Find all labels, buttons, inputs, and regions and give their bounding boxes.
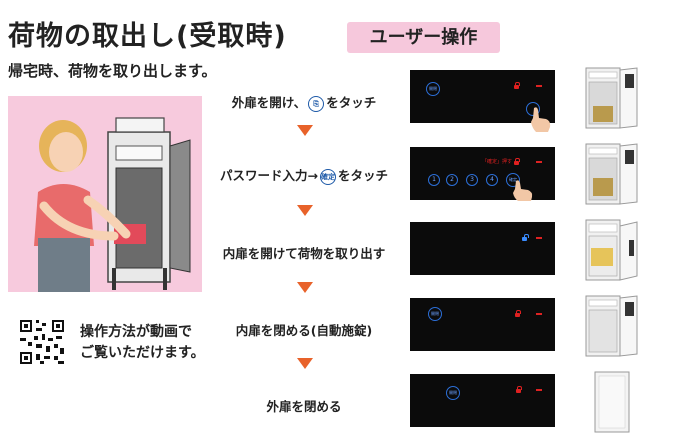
control-panel-step-2: 「確定」押す 1 2 3 4 確定 <box>410 147 555 201</box>
locker-outer-open-image <box>585 142 639 206</box>
video-guide-text: 操作方法が動画で ご覧いただけます。 <box>80 322 205 364</box>
lock-icon <box>514 158 520 165</box>
control-panel-step-4: 開閉 <box>410 298 555 351</box>
keypad-key-2[interactable]: 2 <box>446 174 458 186</box>
unlocked-icon <box>522 234 529 241</box>
keypad-key-3[interactable]: 3 <box>466 174 478 186</box>
locker-outer-open-image <box>585 66 639 130</box>
indicator-icon <box>536 313 542 315</box>
indicator-icon <box>536 85 542 87</box>
step-arrow-icon <box>297 358 313 369</box>
open-close-button[interactable] <box>526 102 540 116</box>
step-4-label: 内扉を閉める(自動施錠) <box>235 323 373 338</box>
step-arrow-icon <box>297 125 313 136</box>
illustration-woman-with-locker <box>8 96 202 292</box>
lock-icon <box>515 310 521 317</box>
indicator-icon <box>536 161 542 163</box>
open-close-button[interactable]: 開閉 <box>428 307 442 321</box>
lock-icon <box>516 386 522 393</box>
step-5-label: 外扉を閉める <box>266 399 342 414</box>
keypad-key-1[interactable]: 1 <box>428 174 440 186</box>
locker-inner-closed-image <box>585 294 639 358</box>
open-close-button[interactable]: 開閉 <box>426 82 440 96</box>
video-guide-line2: ご覧いただけます。 <box>80 345 205 361</box>
step-1-text: 外扉を開け、 <box>231 95 307 110</box>
page-title: 荷物の取出し(受取時) <box>8 21 287 52</box>
control-panel-step-1: 開閉 <box>410 70 555 132</box>
keypad-key-4[interactable]: 4 <box>486 174 498 186</box>
control-panel-step-3 <box>410 222 555 275</box>
confirm-icon: 確定 <box>319 168 336 185</box>
step-1-label: 外扉を開け、⎘をタッチ <box>204 92 404 112</box>
qr-code[interactable] <box>18 318 66 366</box>
locker-inner-open-image <box>585 218 639 282</box>
step-2-suffix: をタッチ <box>337 168 388 183</box>
locker-closed-image <box>585 370 639 434</box>
control-panel-step-5: 開閉 <box>410 374 555 427</box>
indicator-icon <box>536 237 542 239</box>
indicator-icon <box>536 389 542 391</box>
page-subtitle: 帰宅時、荷物を取り出します。 <box>8 62 217 80</box>
step-arrow-icon <box>297 282 313 293</box>
confirm-button[interactable]: 確定 <box>506 173 520 187</box>
step-1-suffix: をタッチ <box>326 95 377 110</box>
open-close-icon: ⎘ <box>308 95 325 112</box>
step-2-label: パスワード入力→確定をタッチ <box>204 165 404 185</box>
video-guide-line1: 操作方法が動画で <box>80 324 192 340</box>
confirm-press-label: 「確定」押す <box>482 159 513 165</box>
step-3-label: 内扉を開けて荷物を取り出す <box>222 246 386 261</box>
open-close-button[interactable]: 開閉 <box>446 386 460 400</box>
lock-icon <box>514 82 520 89</box>
step-arrow-icon <box>297 205 313 216</box>
finger-icon <box>531 107 551 132</box>
user-operation-tag: ユーザー操作 <box>347 22 500 53</box>
finger-icon <box>513 180 533 201</box>
step-2-text: パスワード入力→ <box>220 168 318 183</box>
